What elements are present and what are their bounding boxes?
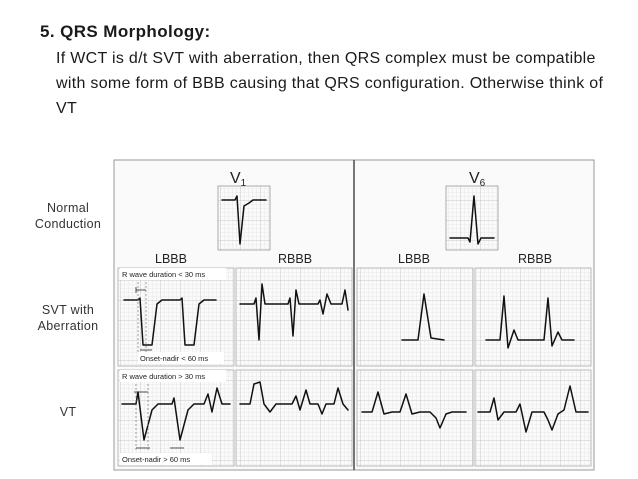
annotation-bg-vt-onset [120,453,212,465]
trace-svt-v1-rbbb [239,283,349,341]
panel-svt-v1-lbbb [117,267,235,367]
col-header-v6-lbbb: LBBB [398,252,430,266]
annotation-bg-svt-r [120,268,226,280]
trace-vt-v6-rbbb [477,385,589,433]
annotation-vt-onset: Onset-nadir > 60 ms [122,455,190,464]
panel-vt-v1-lbbb [117,369,235,467]
annotation-svt-r-wave: R wave duration < 30 ms [122,270,205,279]
row-label-normal: Normal Conduction [20,200,116,232]
trace-svt-v1-lbbb [123,297,217,346]
annotation-bg-vt-r [120,370,226,382]
trace-vt-v6-lbbb [361,391,467,429]
trace-svt-v6-lbbb [401,293,445,341]
trace-normal-v1 [221,195,267,245]
trace-normal-v6 [449,195,495,245]
slide-body: If WCT is d/t SVT with aberration, then … [56,46,626,121]
trace-vt-v1-lbbb [121,387,231,441]
panel-vt-v1-rbbb [235,369,353,467]
row-label-vt-text: VT [59,405,77,419]
row-label-normal-text: Normal Conduction [34,201,102,231]
trace-vt-v1-rbbb [239,381,349,415]
annotation-svt-onset: Onset-nadir < 60 ms [140,354,208,363]
trace-svt-v6-rbbb [485,295,575,349]
v1-normal-strip [217,185,271,251]
row-label-svt-text: SVT with Aberration [37,303,99,333]
panel-vt-v6-lbbb [356,369,474,467]
col-header-v1-rbbb: RBBB [278,252,312,266]
col-header-v6-rbbb: RBBB [518,252,552,266]
annotation-bg-svt-onset [138,352,224,364]
panel-svt-v6-rbbb [474,267,592,367]
panel-svt-v6-lbbb [356,267,474,367]
body-tail-text: Otherwise think of VT [56,75,604,117]
col-header-v1-lbbb: LBBB [155,252,187,266]
row-label-svt: SVT with Aberration [20,302,116,334]
panel-vt-v6-rbbb [474,369,592,467]
body-main-text: If WCT is d/t SVT with aberration, then … [56,50,596,92]
annotation-vt-r-wave: R wave duration > 30 ms [122,372,205,381]
lead-label-v6: V6 [469,170,486,189]
lead-label-v1: V1 [230,170,247,189]
slide-heading: 5. QRS Morphology: [40,22,211,41]
row-label-vt: VT [20,404,116,420]
